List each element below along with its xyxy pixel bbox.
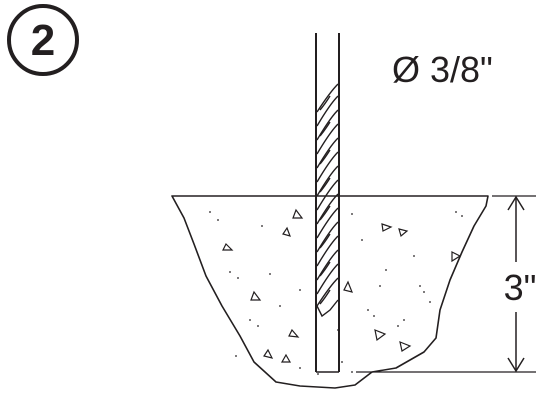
concrete-aggregate bbox=[222, 208, 462, 363]
diameter-label: Ø 3/8" bbox=[392, 49, 493, 90]
depth-label: 3" bbox=[504, 267, 537, 308]
step-number: 2 bbox=[31, 16, 55, 65]
step-badge-circle bbox=[7, 4, 79, 76]
arrowhead-top-icon bbox=[507, 195, 525, 211]
drill-bit bbox=[315, 33, 340, 373]
depth-label-background bbox=[496, 262, 542, 312]
drill-flutes bbox=[316, 83, 339, 307]
arrowhead-bottom-icon bbox=[507, 357, 525, 373]
depth-dimension bbox=[356, 195, 536, 373]
drill-tip bbox=[316, 299, 339, 318]
step-badge: 2 bbox=[7, 4, 79, 76]
concrete-block bbox=[171, 195, 489, 389]
